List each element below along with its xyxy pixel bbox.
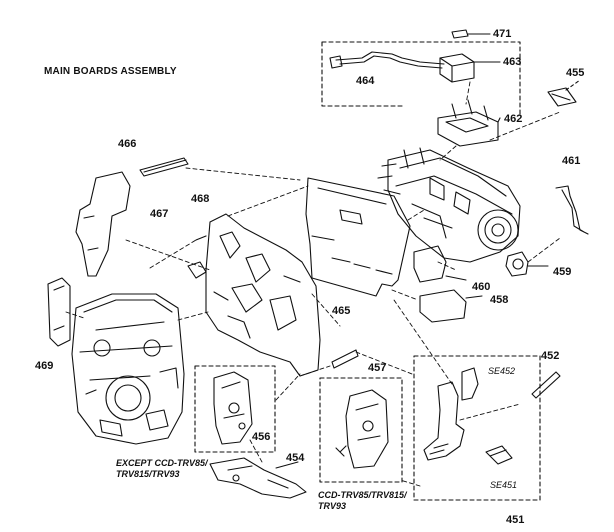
note-models-line-1: CCD-TRV85/TRV815/	[318, 490, 407, 500]
part-461-strip	[555, 185, 589, 235]
label-se452: SE452	[488, 366, 516, 376]
part-462-bracket	[437, 111, 499, 147]
label-471: 471	[493, 28, 512, 40]
part-469	[47, 277, 71, 347]
cassette-mechanism	[71, 293, 185, 445]
label-460: 460	[472, 281, 491, 293]
enclosure-top-dashed	[321, 41, 521, 117]
label-456: 456	[252, 431, 271, 443]
part-459	[505, 251, 529, 277]
part-465-main-board	[305, 177, 411, 297]
label-467: 467	[150, 208, 169, 220]
label-455: 455	[566, 67, 585, 79]
part-471-tab	[451, 29, 469, 39]
label-463: 463	[503, 56, 522, 68]
part-451-box	[413, 355, 541, 501]
label-469: 469	[35, 360, 54, 372]
part-451-assembly	[423, 381, 465, 461]
part-463-block	[439, 53, 475, 83]
part-456-box	[194, 365, 276, 453]
label-459: 459	[553, 266, 572, 278]
label-461: 461	[562, 155, 581, 167]
label-454: 454	[286, 452, 305, 464]
part-467-strip	[139, 157, 189, 177]
label-451: 451	[506, 514, 525, 526]
part-456-bracket	[213, 371, 253, 445]
lens-block	[387, 149, 521, 263]
label-458: 458	[490, 294, 509, 306]
part-460	[413, 245, 447, 283]
label-468: 468	[191, 193, 210, 205]
label-465: 465	[332, 305, 351, 317]
part-468-frame	[205, 213, 321, 377]
label-452: 452	[541, 350, 560, 362]
label-466: 466	[118, 138, 137, 150]
models-bracket	[345, 389, 389, 469]
part-457	[331, 349, 359, 369]
part-464-flex-cable	[335, 51, 445, 69]
label-462: 462	[504, 113, 523, 125]
part-454	[209, 457, 307, 499]
models-box	[319, 377, 403, 483]
note-models: CCD-TRV85/TRV815/ TRV93	[318, 490, 407, 512]
label-se451: SE451	[490, 480, 518, 490]
label-457: 457	[368, 362, 387, 374]
note-except-models: EXCEPT CCD-TRV85/ TRV815/TRV93	[116, 458, 208, 480]
part-458	[419, 289, 467, 323]
note-except-line-1: EXCEPT CCD-TRV85/	[116, 458, 208, 468]
part-452-pin	[531, 371, 561, 399]
note-models-line-2: TRV93	[318, 501, 347, 511]
diagram-title: MAIN BOARDS ASSEMBLY	[44, 66, 177, 77]
note-except-line-2: TRV815/TRV93	[116, 469, 180, 479]
part-466	[75, 171, 131, 277]
label-464: 464	[356, 75, 375, 87]
part-455	[547, 87, 577, 107]
